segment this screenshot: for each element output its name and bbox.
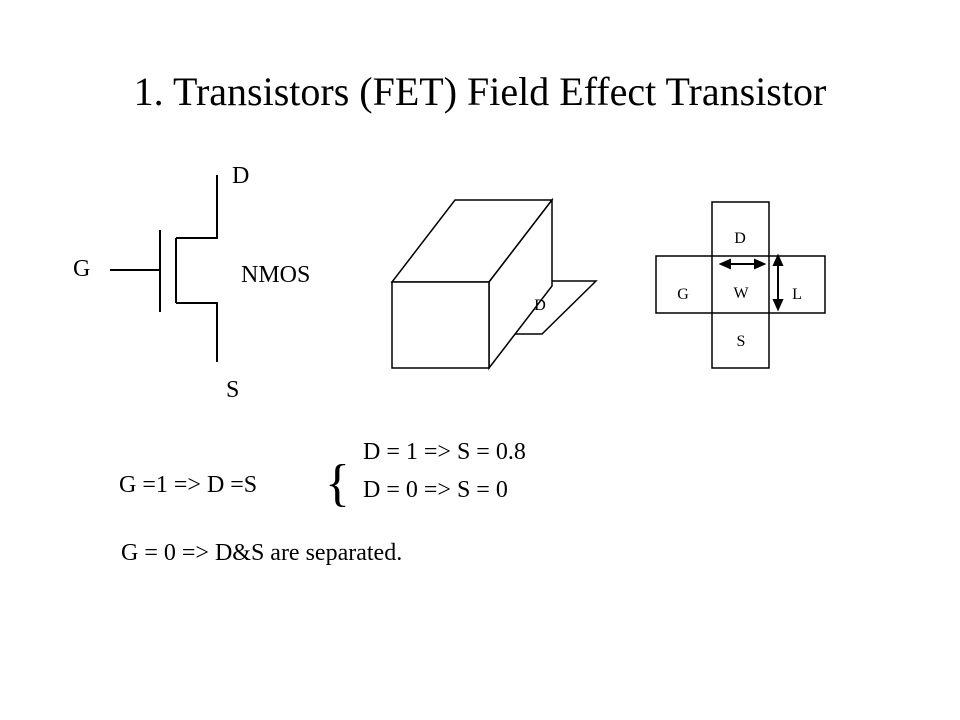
width-arrow-head-left	[718, 258, 731, 270]
width-arrow-head-right	[754, 258, 767, 270]
active-strip	[711, 201, 770, 369]
gate-label: G	[73, 256, 90, 282]
drain-label: D	[232, 163, 249, 189]
cross-gate-label: G	[677, 286, 689, 303]
nmos-symbol	[110, 175, 218, 362]
source-lead	[176, 302, 218, 362]
dimension-arrows	[718, 253, 784, 312]
length-arrow-head-bottom	[772, 299, 784, 312]
slide-title: 1. Transistors (FET) Field Effect Transi…	[133, 69, 827, 114]
length-arrow-head-top	[772, 253, 784, 266]
block-front-face	[391, 281, 490, 369]
source-label: S	[226, 377, 239, 403]
drain-lead	[176, 175, 218, 239]
cross-drain-label: D	[734, 230, 746, 247]
rule-gate-high: G =1 => D =S	[119, 472, 257, 498]
rule-gate-low: G = 0 => D&S are separated.	[121, 540, 402, 566]
rule-case-drain-high: D = 1 => S = 0.8	[363, 439, 526, 465]
device-drain-label: D	[534, 297, 546, 314]
rule-case-drain-low: D = 0 => S = 0	[363, 477, 508, 503]
cross-source-label: S	[737, 333, 746, 350]
cross-width-label: W	[733, 285, 749, 302]
nmos-type-label: NMOS	[241, 262, 310, 288]
device-3d-block	[390, 197, 598, 371]
cross-length-label: L	[792, 286, 802, 303]
layout-cross	[655, 201, 826, 369]
case-brace: {	[325, 455, 350, 512]
